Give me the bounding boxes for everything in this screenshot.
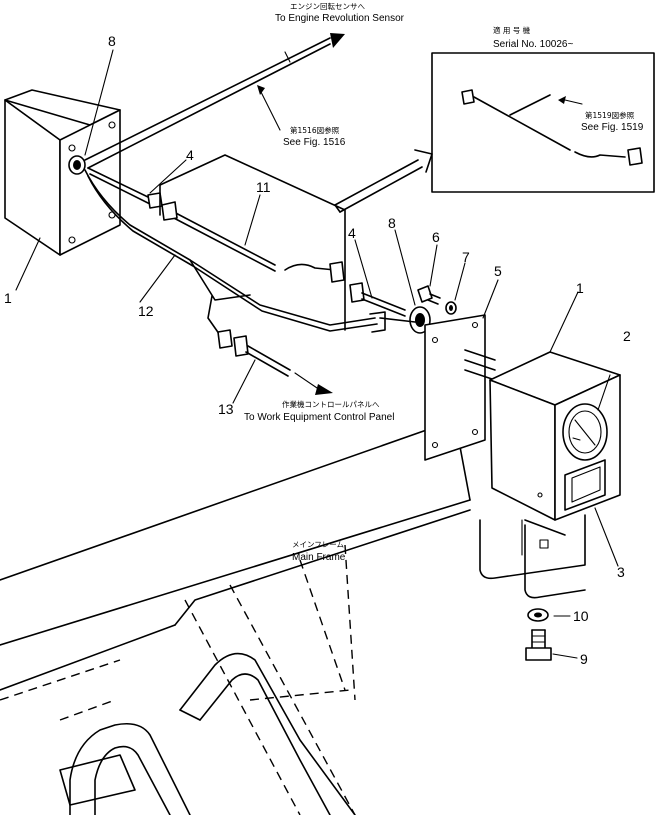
see-1516-label-jp: 第1516図参照 [290,125,340,135]
harness-12 [84,169,386,339]
left-control-box [4,89,121,256]
engine-sensor-wire [84,33,345,169]
part-number-8-right: 8 [388,215,396,231]
see-1519-label-en: See Fig. 1519 [581,122,644,133]
part-number-1-right: 1 [576,280,584,296]
wire-13 [217,329,333,395]
part-number-9: 9 [580,651,588,667]
part-number-1-left: 1 [4,290,12,306]
part-number-7: 7 [462,249,470,265]
washer-7 [445,301,457,315]
part-number-12: 12 [138,303,154,319]
serial-label-jp: 適 用 号 機 [493,25,531,35]
grommet-8-right [379,306,431,334]
leader-lines [15,49,619,659]
plate-5 [424,314,496,461]
harness-4-left [87,167,163,209]
main-frame [0,419,586,815]
work-panel-label-jp: 作業機コントロールパネルへ [282,399,380,409]
part-number-10: 10 [573,608,589,624]
see-1516-label-en: See Fig. 1516 [283,137,346,148]
part-number-3: 3 [617,564,625,580]
arrow-to-inset [334,149,433,213]
serial-label-en: Serial No. 10026~ [493,39,573,50]
part-number-6: 6 [432,229,440,245]
part-number-4-left: 4 [186,147,194,163]
wire-panel-11 [159,154,346,331]
work-panel-label-en: To Work Equipment Control Panel [244,412,394,423]
bolt-9 [525,629,552,661]
part-number-5: 5 [494,263,502,279]
right-control-box [489,351,621,521]
part-number-2: 2 [623,328,631,344]
bolt-6 [417,285,441,305]
washer-10 [527,608,549,622]
main-frame-label-en: Main Frame [292,552,346,563]
engine-sensor-label-en: To Engine Revolution Sensor [275,13,405,24]
main-frame-label-jp: メインフレーム [292,540,344,549]
see-1519-label-jp: 第1519図参照 [585,110,635,120]
part-number-11: 11 [256,179,271,195]
part-number-8-left: 8 [108,33,116,49]
part-numbers: 8 4 11 1 12 8 4 6 7 5 1 2 13 3 10 9 [4,33,631,667]
connector-4-right [349,282,406,317]
inset-serial-box [431,52,655,193]
annotation-labels: エンジン回転センサへ To Engine Revolution Sensor 第… [244,2,644,563]
part-number-4-right: 4 [348,225,356,241]
engine-sensor-label-jp: エンジン回転センサへ [290,2,365,11]
part-number-13: 13 [218,401,234,417]
